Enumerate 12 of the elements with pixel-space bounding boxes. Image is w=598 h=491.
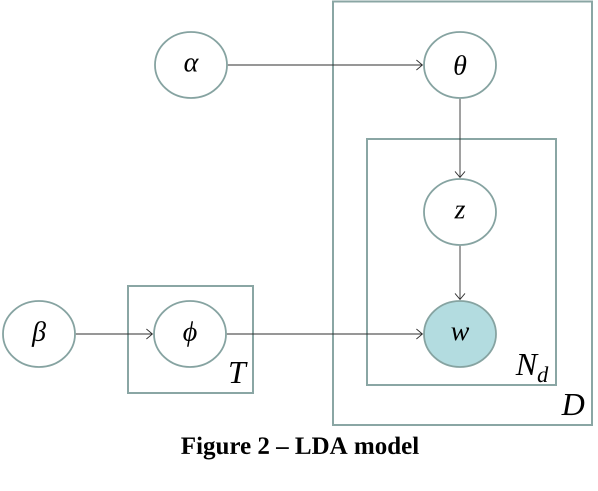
circle-node: ϕ xyxy=(153,300,227,368)
arrow xyxy=(75,328,154,340)
caption: Figure 2 – LDA model xyxy=(181,436,419,460)
circle-node: w xyxy=(423,300,497,368)
arrow xyxy=(226,328,424,340)
circle-node: β xyxy=(2,300,76,368)
arrow xyxy=(227,60,424,70)
arrow xyxy=(454,98,466,178)
arrow xyxy=(454,245,466,300)
circle-node: θ xyxy=(423,31,497,99)
circle-node: z xyxy=(423,178,497,246)
circle-node: α xyxy=(154,31,228,99)
